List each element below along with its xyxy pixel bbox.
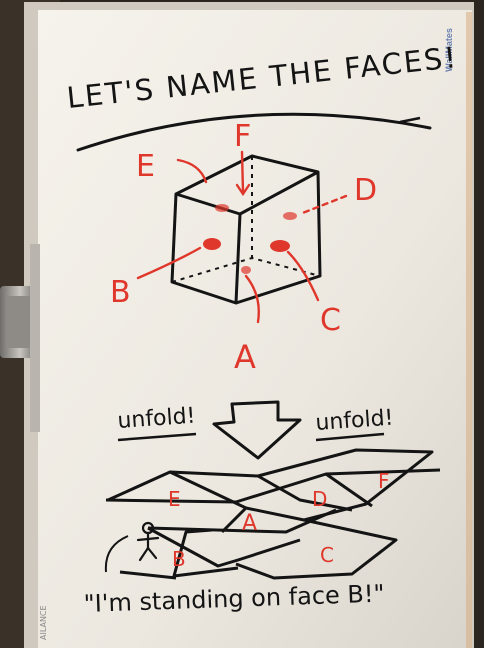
net-label-b: B bbox=[172, 547, 186, 571]
unfold-left-underline bbox=[117, 432, 197, 442]
net-labels: E A D F B C bbox=[168, 469, 390, 571]
unfold-left-label: unfold! bbox=[117, 404, 197, 434]
stick-figure bbox=[136, 521, 160, 562]
net-label-a: A bbox=[242, 511, 257, 536]
face-d-mark bbox=[283, 212, 297, 220]
face-c-mark bbox=[270, 240, 290, 252]
title-flourish bbox=[399, 116, 421, 124]
label-a: A bbox=[234, 338, 256, 376]
title-underline-arc bbox=[76, 112, 432, 152]
label-c: C bbox=[320, 303, 341, 338]
down-arrow bbox=[212, 400, 302, 460]
brand-logo: WallMates bbox=[444, 28, 454, 72]
label-b: B bbox=[110, 275, 131, 310]
label-f: F bbox=[234, 119, 251, 154]
side-print: AILANCE bbox=[39, 605, 48, 640]
net-label-c: C bbox=[320, 543, 334, 567]
label-e: E bbox=[136, 149, 155, 184]
label-d: D bbox=[354, 173, 377, 208]
figure-pointer bbox=[104, 535, 129, 573]
net-label-d: D bbox=[312, 487, 327, 511]
cube-net bbox=[105, 448, 441, 580]
cube-labels: F E D B C A bbox=[110, 119, 377, 376]
unfold-right-underline bbox=[315, 432, 385, 442]
face-b-mark bbox=[203, 238, 221, 250]
binder-clip bbox=[0, 244, 40, 432]
face-e-mark bbox=[215, 204, 229, 212]
face-a-mark bbox=[241, 266, 251, 274]
unfold-right-label: unfold! bbox=[315, 406, 395, 436]
face-arrows bbox=[136, 150, 348, 324]
paper-edge-tint bbox=[466, 12, 472, 648]
face-marks bbox=[203, 204, 297, 274]
net-label-f: F bbox=[378, 469, 390, 493]
net-label-e: E bbox=[168, 487, 181, 511]
